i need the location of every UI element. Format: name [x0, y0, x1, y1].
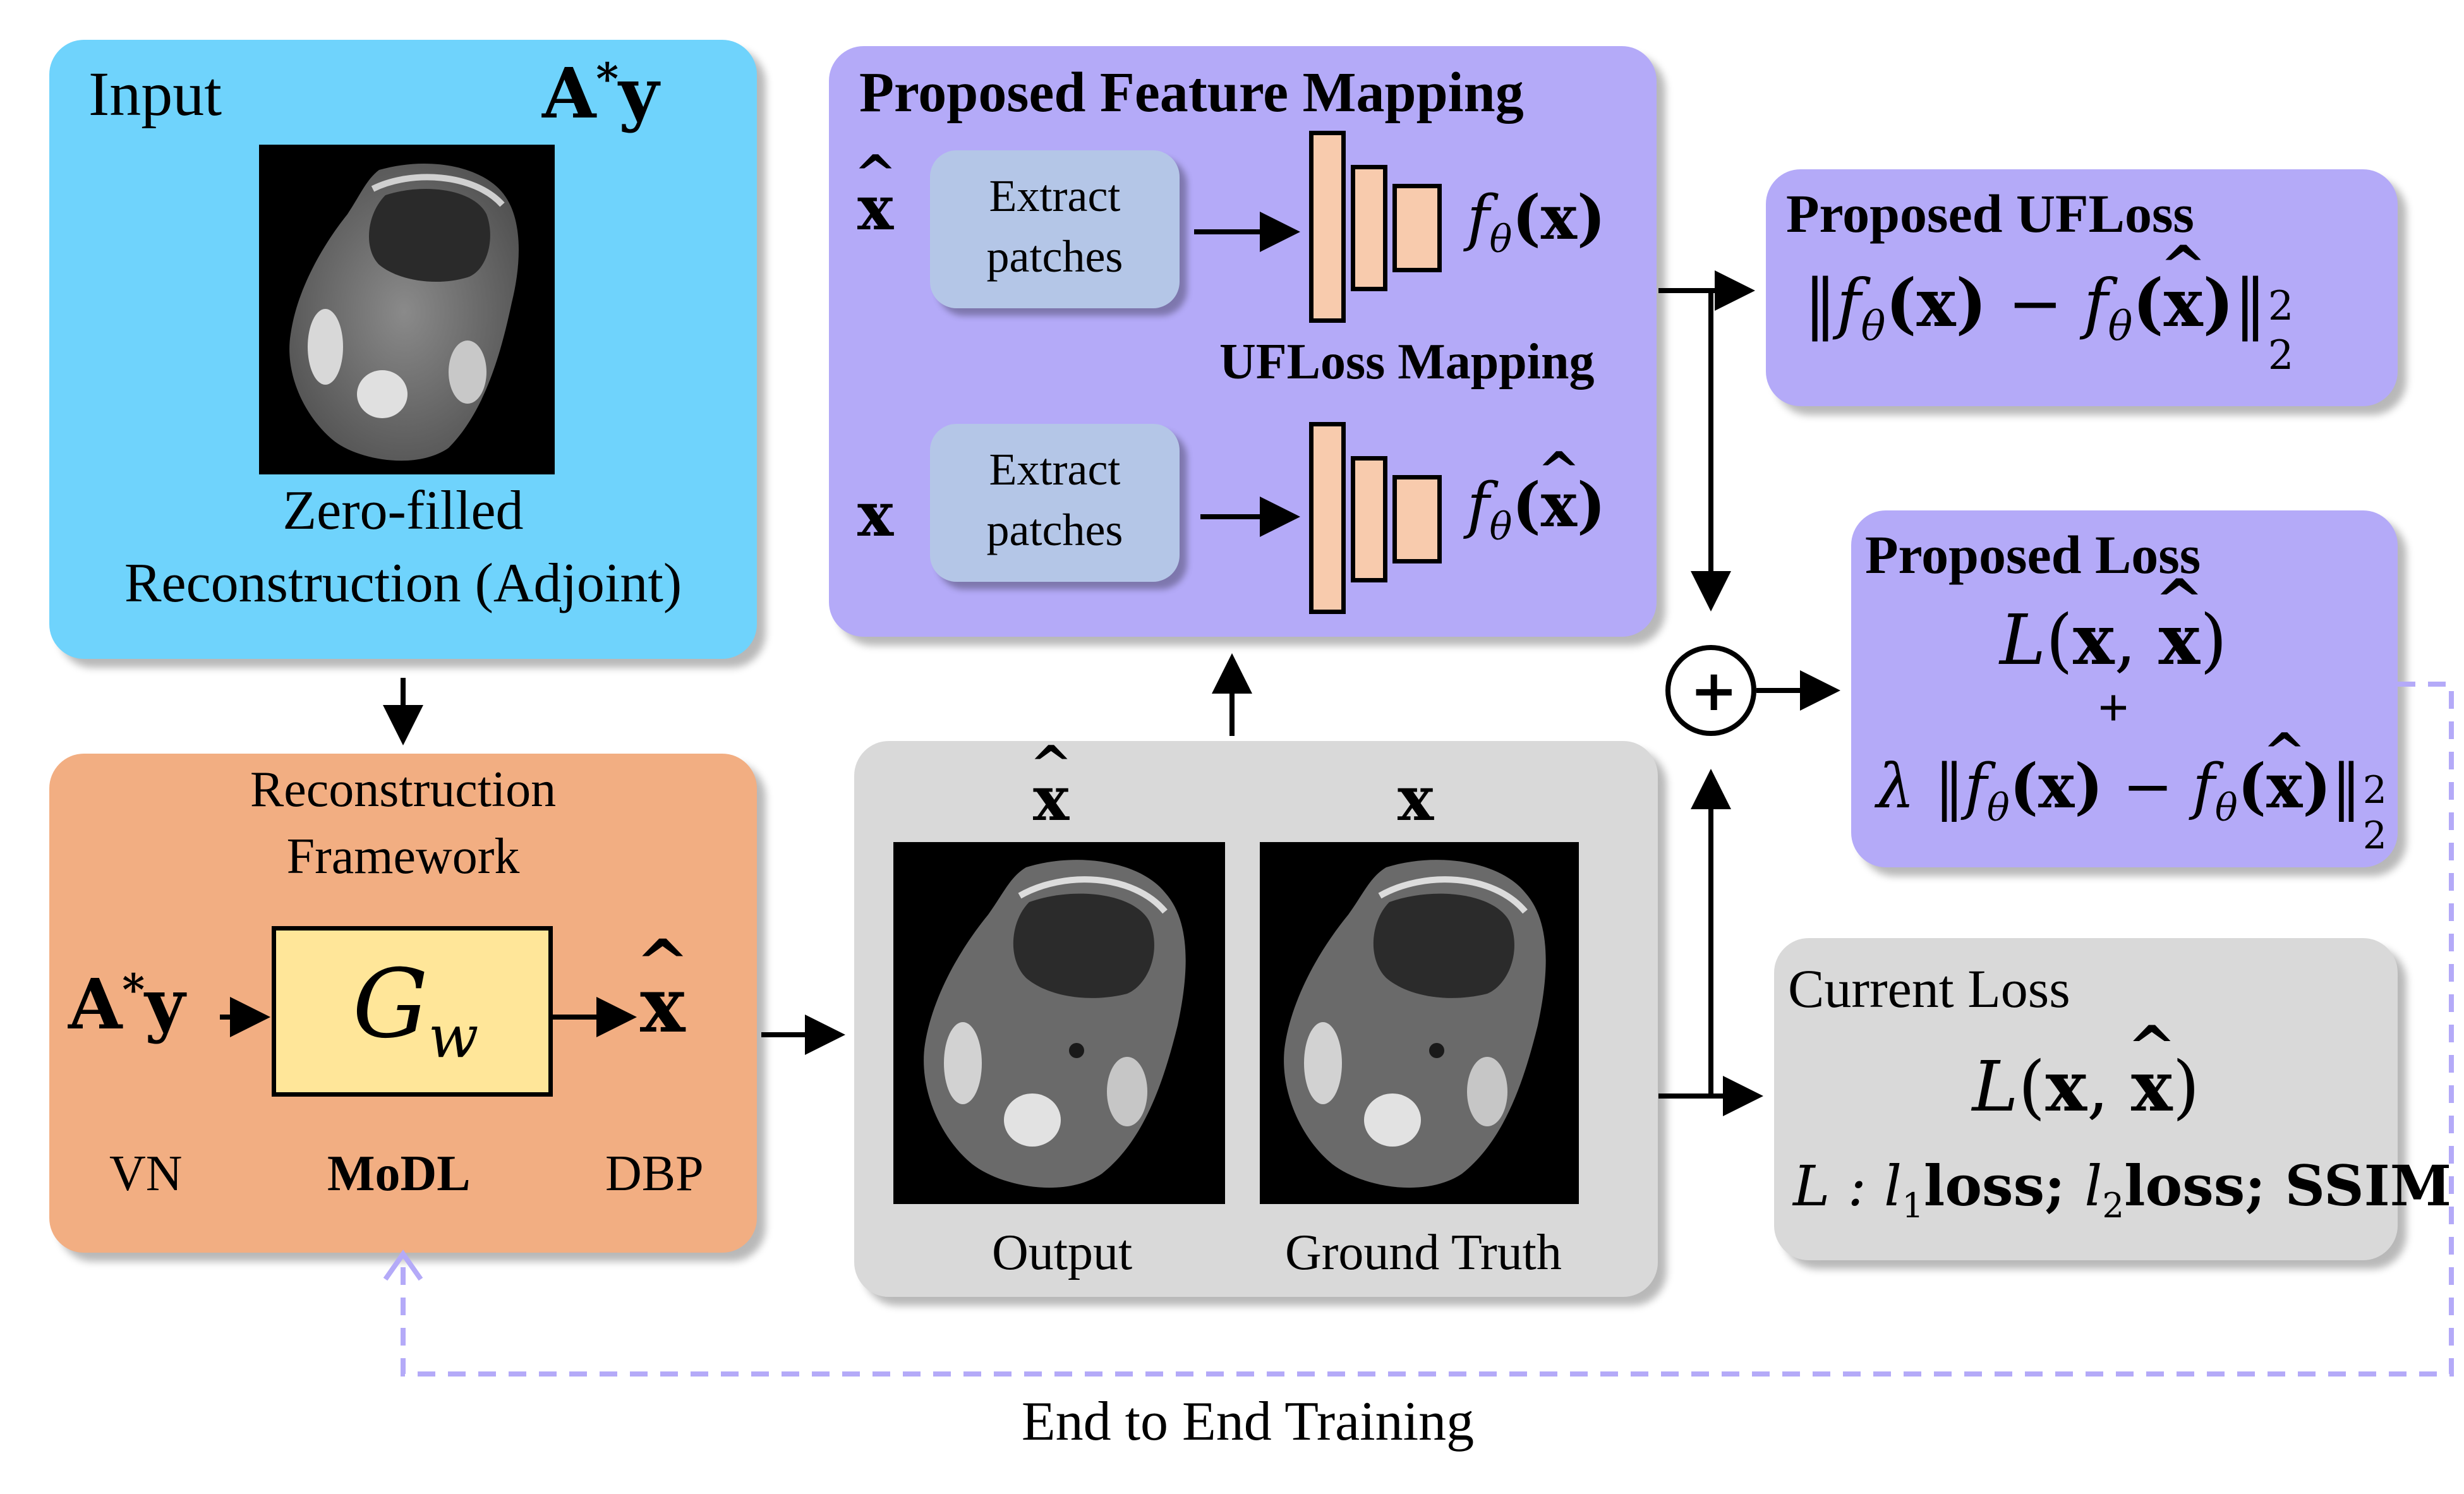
feature-mapping-title: Proposed Feature Mapping — [859, 61, 1524, 124]
feature-row2-input: x — [857, 479, 894, 550]
proposed-loss-line3: λ ‖fθ(x) − fθ(x)‖22 — [1876, 750, 2393, 858]
feature-row2-output: fθ(x) — [1467, 469, 1605, 549]
framework-title-line1: Reconstruction — [250, 762, 557, 817]
input-title: Input — [88, 59, 222, 129]
framework-output-symbol: x — [640, 961, 685, 1050]
option-dbp: DBP — [605, 1146, 704, 1202]
sum-node — [1665, 645, 1756, 736]
end-to-end-training-label: End to End Training — [1021, 1391, 1475, 1452]
feature-mapping-panel: Proposed Feature Mapping x Extractpatche… — [829, 46, 1657, 637]
ground-truth-knee-image — [1260, 842, 1579, 1204]
network-layer-medium-1 — [1351, 165, 1387, 291]
network-layer-large-1 — [1309, 131, 1346, 323]
input-panel: Input A*y Zero-filled Reconstruction (Ad… — [49, 40, 757, 659]
ufloss-formula: ‖fθ(x) − fθ(x)‖22 — [1804, 264, 2298, 379]
current-loss-description: L : l1loss; l2loss; SSIM — [1793, 1153, 2452, 1226]
ufloss-mapping-label: UFLoss Mapping — [1219, 334, 1595, 390]
output-caption: Output — [992, 1225, 1133, 1280]
feature-row1-input: x — [857, 172, 893, 244]
model-symbol: Gw — [353, 949, 479, 1071]
sum-symbol: + — [1690, 657, 1738, 724]
network-layer-large-2 — [1309, 422, 1346, 614]
reconstruction-framework-panel: Reconstruction Framework A*y Gw x VN MoD… — [49, 754, 757, 1253]
framework-title-line2: Framework — [286, 829, 520, 884]
proposed-ufloss-panel: Proposed UFLoss ‖fθ(x) − fθ(x)‖22 — [1766, 169, 2398, 406]
option-modl: MoDL — [327, 1146, 471, 1202]
feedback-arrowhead — [383, 1250, 423, 1281]
proposed-loss-plus: + — [2098, 677, 2129, 738]
images-panel: x x Output Ground Truth — [854, 741, 1658, 1297]
ground-truth-image-symbol: x — [1398, 763, 1434, 834]
input-symbol: A*y — [542, 52, 659, 134]
model-block — [272, 926, 553, 1097]
current-loss-panel: Current Loss L(x, x) L : l1loss; l2loss;… — [1774, 938, 2451, 1260]
network-layer-medium-2 — [1351, 456, 1387, 582]
zero-filled-knee-image — [259, 145, 555, 474]
output-knee-image — [893, 842, 1225, 1204]
ufloss-title: Proposed UFLoss — [1786, 183, 2194, 244]
input-caption-line1: Zero-filled — [282, 480, 524, 541]
output-image-symbol: x — [1033, 763, 1069, 834]
feature-row1-output: fθ(x) — [1467, 182, 1606, 262]
current-loss-title: Current Loss — [1788, 958, 2070, 1019]
proposed-loss-panel: Proposed Loss L(x, x) + λ ‖fθ(x) − fθ(x)… — [1851, 510, 2398, 867]
proposed-loss-line1: L(x, x) — [1851, 599, 2376, 680]
network-layer-small-2 — [1392, 475, 1442, 563]
ground-truth-caption: Ground Truth — [1285, 1225, 1562, 1280]
proposed-loss-title: Proposed Loss — [1865, 524, 2201, 585]
end-to-end-feedback-loop — [401, 682, 2454, 1377]
framework-input-symbol: A*y — [68, 963, 185, 1045]
option-vn: VN — [109, 1146, 183, 1202]
network-layer-small-1 — [1392, 184, 1442, 272]
current-loss-formula: L(x, x) — [1774, 1045, 2398, 1127]
input-caption-line2: Reconstruction (Adjoint) — [124, 553, 682, 614]
